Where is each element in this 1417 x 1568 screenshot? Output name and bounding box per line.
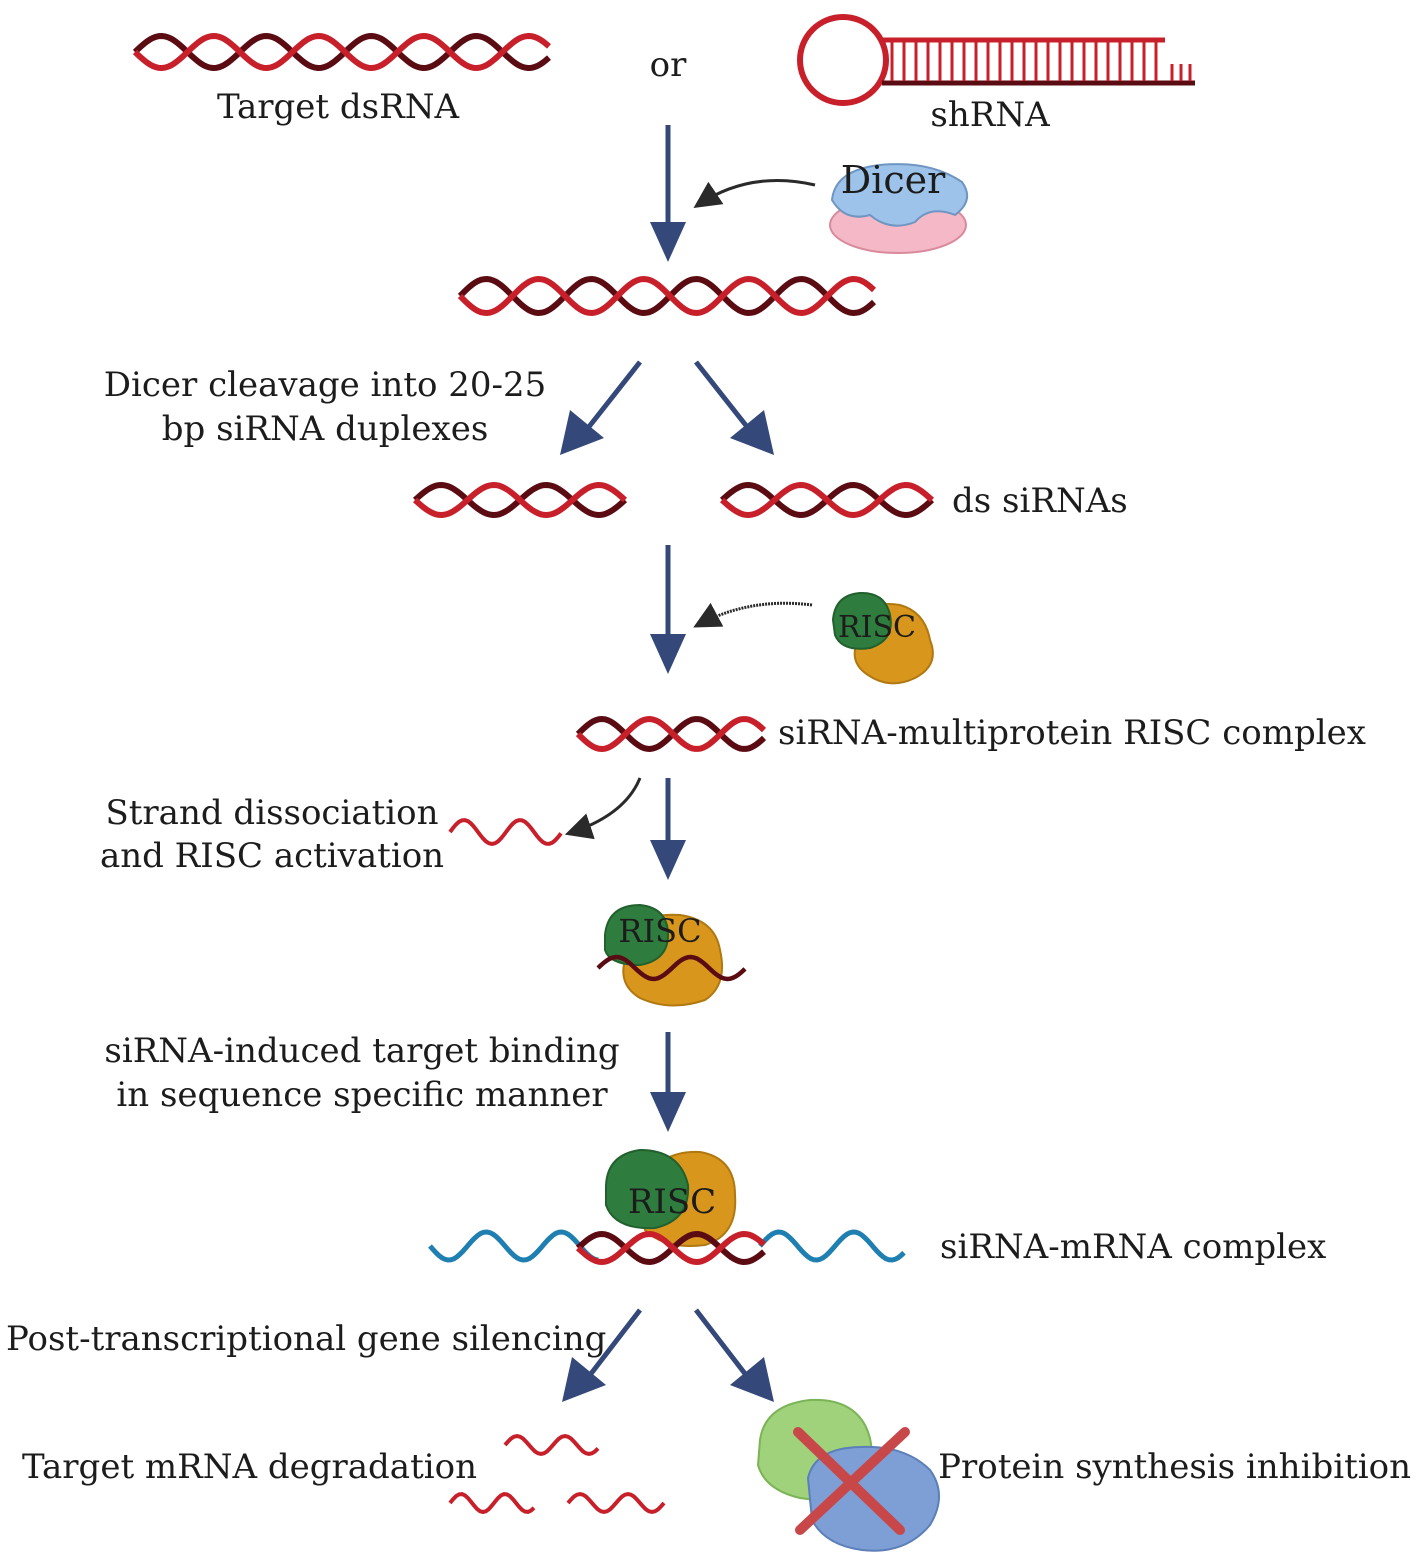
mrna-left-icon [428, 1229, 599, 1263]
rna-strand-sense [412, 481, 628, 519]
dicer-label: Dicer [841, 158, 946, 202]
cross-icon [793, 1427, 910, 1535]
sirna-duplex-right-icon [719, 481, 935, 519]
sirna-in-complex-helix-icon [575, 1230, 766, 1266]
arrow-step-3 [650, 778, 686, 880]
active-risc-protein-icon: RISC [596, 903, 747, 1007]
risc-label-1: RISC [838, 610, 916, 645]
mrna-right-icon [758, 1229, 906, 1263]
ds-sirnas-label: ds siRNAs [952, 481, 1128, 521]
or-label: or [649, 45, 687, 85]
dicer-curved-arrow [693, 179, 816, 209]
risc-curved-arrow [693, 601, 813, 628]
dicer-cleavage-label-line-2: bp siRNA duplexes [161, 409, 489, 449]
strand-dissociation-label-line-2: and RISC activation [99, 836, 445, 876]
shrna-label: shRNA [930, 95, 1050, 135]
target-dsrna-helix-icon [132, 32, 551, 72]
arrow-final-left [562, 1308, 642, 1402]
mrna-degradation-label: Target mRNA degradation [22, 1447, 477, 1487]
arrow-step-2 [650, 545, 686, 674]
rna-strand-sense [575, 715, 767, 753]
arrow-split-left [560, 360, 642, 455]
risc-complex-label: siRNA-multiprotein RISC complex [778, 713, 1366, 753]
rna-strand-sense [457, 275, 877, 317]
strand-dissociation-label-line-1: Strand dissociation [105, 793, 439, 833]
protein-inhibition-label: Protein synthesis inhibition [938, 1447, 1411, 1487]
risc-label-3: RISC [628, 1182, 716, 1222]
shrna-hairpin-icon [797, 14, 1195, 106]
risc-label-2: RISC [618, 912, 701, 950]
long-dsrna-helix-icon [457, 275, 877, 317]
passenger-strand-icon [448, 818, 563, 847]
dissociation-curved-arrow [564, 777, 642, 840]
rna-strand-sense [719, 481, 935, 519]
dicer-cleavage-label-line-1: Dicer cleavage into 20-25 [103, 365, 547, 405]
sirna-mrna-complex-label: siRNA-mRNA complex [940, 1227, 1327, 1267]
arrow-step-1 [650, 125, 686, 262]
rna-strand-antisense [457, 275, 877, 317]
target-binding-label-line-1: siRNA-induced target binding [104, 1031, 620, 1071]
mrna-fragment-icon [503, 1433, 600, 1457]
risc-protein-icon: RISC [831, 591, 934, 685]
mrna-fragment-icon [566, 1491, 666, 1515]
target-dsrna-label: Target dsRNA [216, 87, 460, 127]
arrow-split-right [694, 360, 774, 455]
sirna-risc-helix-icon [575, 715, 767, 753]
target-binding-label-line-2: in sequence specific manner [116, 1075, 608, 1115]
ptgs-label: Post-transcriptional gene silencing [6, 1319, 607, 1359]
rna-strand-sense [575, 1230, 766, 1266]
ribosome-icon [756, 1398, 940, 1552]
arrow-step-4 [650, 1032, 686, 1132]
mrna-fragment-icon [448, 1492, 536, 1515]
sirna-mrna-complex-icon: RISC [428, 1148, 906, 1266]
rna-strand-antisense [132, 32, 551, 72]
shrna-base-pairs [890, 42, 1192, 81]
dicer-protein-icon: Dicer [829, 158, 969, 254]
guide-strand-icon [596, 954, 747, 982]
sirna-duplex-left-icon [412, 481, 628, 519]
rna-strand-sense [132, 32, 551, 72]
arrow-final-right [694, 1308, 774, 1402]
